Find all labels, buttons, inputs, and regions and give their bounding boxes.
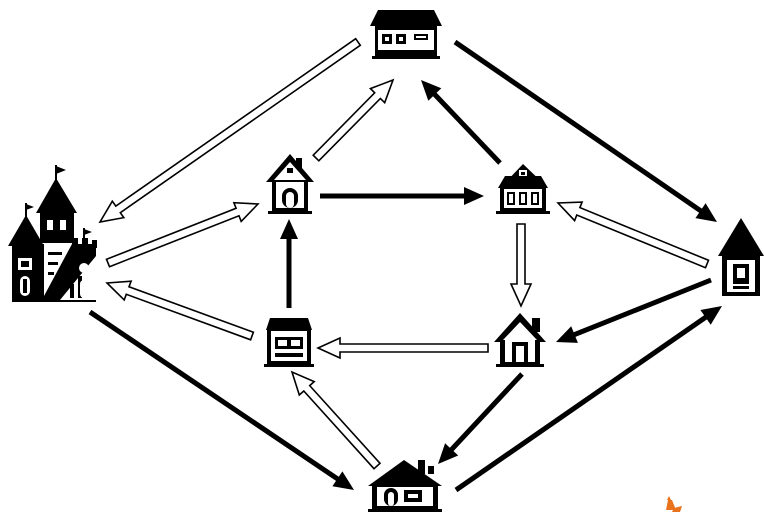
house-icon	[266, 154, 314, 214]
arrow-house-bottom-to-house-middle-left	[290, 370, 382, 470]
arrow-castle-to-house-bottom	[88, 309, 354, 490]
arrow-house-middle-left-to-castle	[105, 280, 255, 341]
arrow-castle-to-house-upper-left	[105, 201, 260, 268]
arrow-house-upper-left-to-house-upper-right	[320, 187, 484, 205]
house-icon	[496, 164, 550, 214]
arrow-house-middle-right-to-house-bottom	[438, 372, 524, 464]
house-icon	[494, 313, 546, 367]
arrow-house-upper-left-to-house-top	[312, 78, 395, 162]
castle-icon	[8, 165, 97, 302]
fox-logo-icon	[666, 496, 682, 512]
arrow-house-bottom-to-house-right	[454, 306, 722, 493]
arrow-house-middle-right-to-house-middle-left	[316, 336, 489, 360]
arrow-house-top-to-castle	[98, 37, 362, 224]
house-icon	[718, 218, 764, 296]
arrow-house-right-to-house-middle-right	[556, 277, 712, 343]
arrow-house-upper-right-to-house-middle-right	[509, 223, 533, 308]
arrow-house-right-to-house-upper-right	[556, 201, 710, 269]
arrow-house-upper-right-to-house-top	[421, 80, 502, 165]
arrow-house-top-to-house-right	[453, 39, 717, 223]
house-icon	[370, 10, 442, 59]
house-icon	[368, 460, 442, 512]
arrow-house-middle-left-to-house-upper-left	[280, 219, 298, 308]
house-icon	[264, 318, 314, 367]
edges-layer	[88, 37, 722, 493]
